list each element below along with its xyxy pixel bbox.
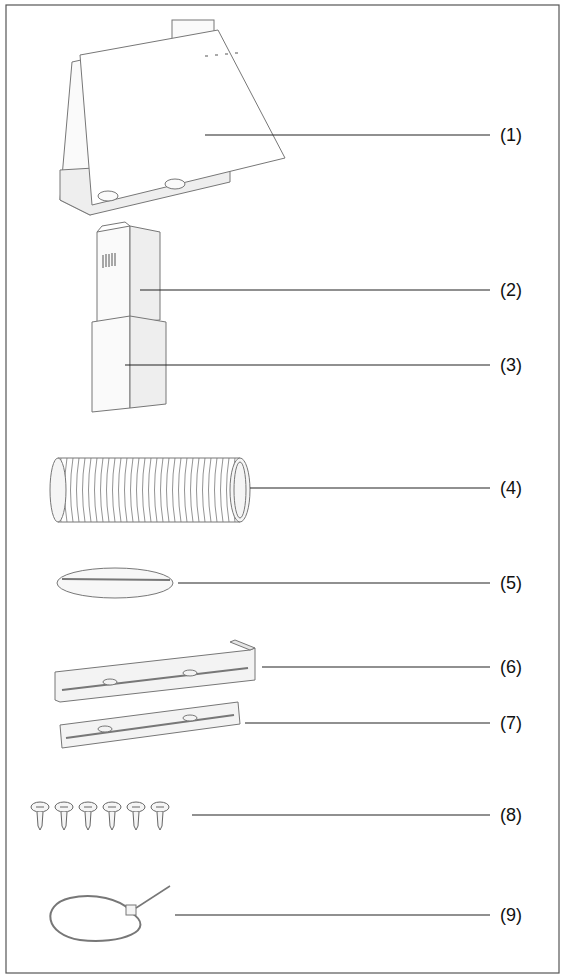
frame: [6, 5, 559, 973]
cable-tie: [50, 886, 170, 941]
callout-number: (2): [500, 281, 522, 299]
leader-lines: [125, 135, 490, 915]
callout-number: (1): [500, 126, 522, 144]
backdraft-disc: [57, 568, 173, 598]
wall-bracket: [55, 640, 255, 702]
hood: [60, 20, 285, 215]
chimney-lower: [92, 316, 166, 412]
callout-number: (6): [500, 658, 522, 676]
callout-number: (8): [500, 806, 522, 824]
flexible-duct: [50, 458, 250, 522]
screws: [31, 802, 169, 830]
chimney-upper: [97, 222, 160, 328]
callout-number: (9): [500, 906, 522, 924]
callout-number: (7): [500, 714, 522, 732]
callout-number: (4): [500, 479, 522, 497]
callout-number: (5): [500, 574, 522, 592]
callout-number: (3): [500, 356, 522, 374]
mounting-plate: [60, 702, 240, 748]
